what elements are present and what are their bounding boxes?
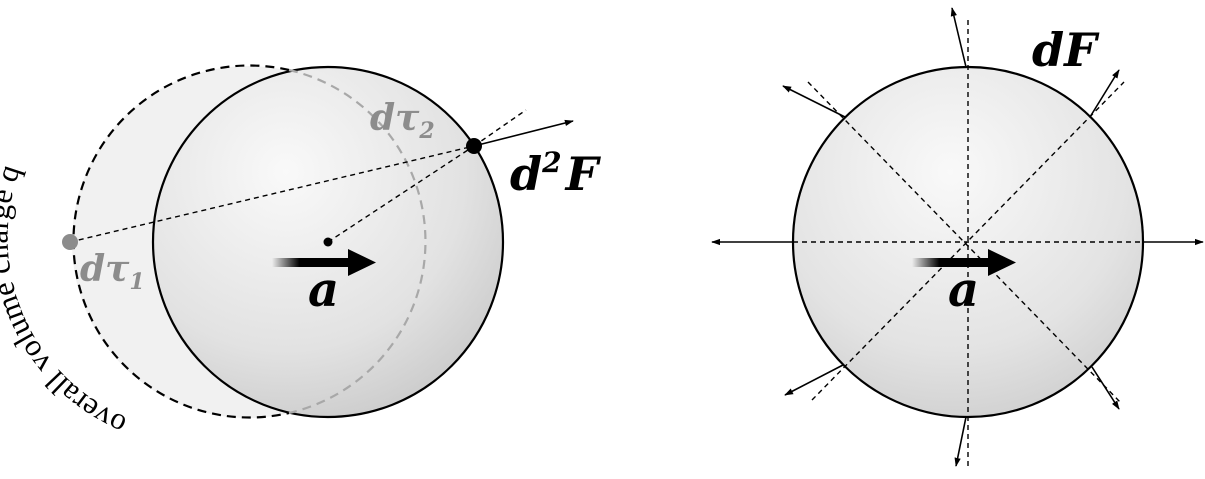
force-arrow-upper-left bbox=[782, 85, 846, 118]
line-center-to-dtau2 bbox=[327, 145, 475, 243]
dtau2-point bbox=[466, 138, 482, 154]
acceleration-label: a bbox=[308, 262, 339, 318]
left-diagram: overall volume charge q dτ1 dτ2 d2F a bbox=[0, 64, 602, 444]
force-arrow-lower-left bbox=[784, 364, 844, 396]
force-arrow-top bbox=[950, 7, 967, 68]
force-arrow-lower-right bbox=[1091, 366, 1120, 410]
dashed-diagonal-1 bbox=[807, 81, 1123, 405]
dF-label: dF bbox=[1032, 23, 1100, 77]
acceleration-label: a bbox=[948, 262, 979, 318]
dashed-diagonal-2 bbox=[811, 81, 1125, 401]
dtau1-point bbox=[62, 234, 78, 250]
dtau2-label: dτ2 bbox=[370, 97, 435, 144]
d2F-arrow bbox=[473, 119, 574, 147]
right-diagram: dF a bbox=[711, 7, 1204, 470]
acceleration-arrow bbox=[912, 249, 1016, 276]
dtau1-label: dτ1 bbox=[80, 248, 145, 295]
force-arrow-upper-right bbox=[1089, 69, 1120, 118]
center-point bbox=[323, 237, 333, 247]
d2F-label: d2F bbox=[510, 146, 602, 201]
force-arrow-bottom bbox=[954, 416, 967, 467]
line-dtau2-extension bbox=[473, 109, 527, 147]
line-dtau1-to-dtau2 bbox=[69, 145, 475, 243]
acceleration-arrow bbox=[272, 249, 376, 276]
